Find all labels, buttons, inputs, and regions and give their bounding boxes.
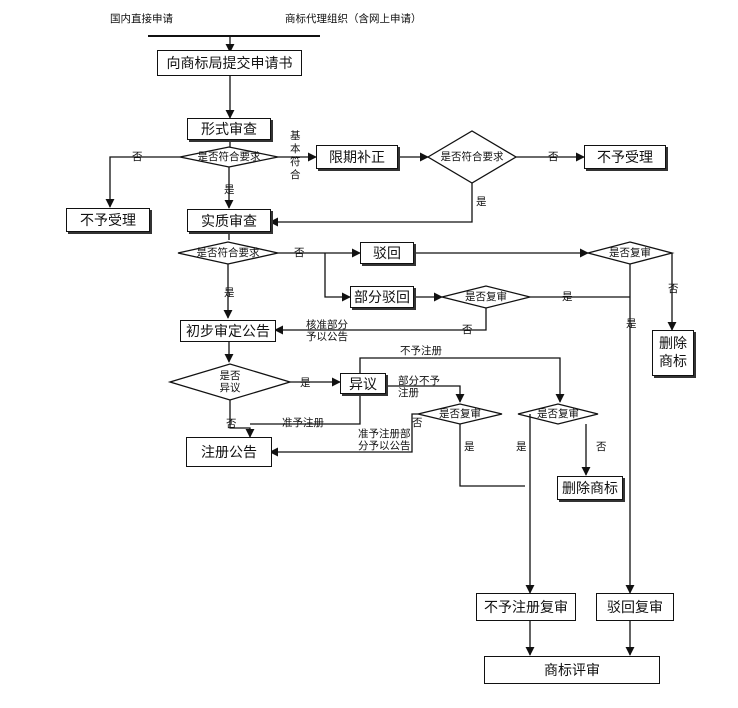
label-basic-conform: 基本符合 — [290, 130, 301, 181]
label-yes-4: 是 — [562, 291, 573, 303]
reject-right-node: 不予受理 — [584, 145, 666, 169]
substantive-review-node: 实质审查 — [187, 209, 271, 232]
label-no-1: 否 — [132, 151, 143, 163]
label-approve-partial-announce: 核准部分 予以公告 — [306, 319, 348, 343]
opposition-node: 异议 — [340, 373, 386, 394]
review-request-decision-4: 是否复审 — [537, 408, 579, 420]
formal-ok-decision: 是否符合要求 — [197, 151, 261, 163]
correction-node: 限期补正 — [316, 145, 398, 169]
label-not-register-top: 不予注册 — [400, 345, 442, 357]
registration-announcement-node: 注册公告 — [186, 437, 272, 467]
formal-review-node: 形式审查 — [187, 118, 271, 140]
delete-trademark-mid-node: 删除商标 — [557, 476, 623, 500]
objection-decision: 是否 异议 — [219, 370, 241, 394]
label-yes-1: 是 — [224, 184, 235, 196]
label-yes-5: 是 — [626, 318, 637, 330]
label-partial-not-register: 部分不予 注册 — [398, 375, 440, 399]
label-yes-2: 是 — [476, 196, 487, 208]
no-registration-review-node: 不予注册复审 — [476, 593, 576, 621]
partial-dismiss-node: 部分驳回 — [350, 286, 414, 308]
label-yes-8: 是 — [516, 441, 527, 453]
label-no-3: 否 — [294, 247, 305, 259]
submit-application-node: 向商标局提交申请书 — [157, 50, 302, 76]
trademark-review-node: 商标评审 — [484, 656, 660, 684]
review-request-decision-1: 是否复审 — [609, 247, 651, 259]
prelim-announcement-node: 初步审定公告 — [180, 320, 276, 342]
label-no-4: 否 — [668, 283, 679, 295]
substantive-ok-decision: 是否符合要求 — [196, 247, 260, 259]
label-no-8: 否 — [596, 441, 607, 453]
header-right: 商标代理组织（含网上申请） — [285, 13, 422, 25]
delete-trademark-right-node: 删除商标 — [652, 330, 694, 376]
label-yes-7: 是 — [464, 441, 475, 453]
label-approve-register: 准予注册 — [282, 417, 324, 429]
correction-ok-decision: 是否符合要求 — [440, 151, 504, 163]
label-no-2: 否 — [548, 151, 559, 163]
dismiss-node: 驳回 — [360, 242, 414, 264]
label-no-7: 否 — [412, 417, 423, 429]
delete-trademark-right-label: 删除商标 — [659, 336, 687, 370]
reject-left-node: 不予受理 — [66, 208, 150, 232]
review-request-decision-3: 是否复审 — [439, 408, 481, 420]
label-no-6: 否 — [226, 418, 237, 430]
label-yes-6: 是 — [300, 377, 311, 389]
header-left: 国内直接申请 — [110, 13, 173, 25]
label-no-5: 否 — [462, 324, 473, 336]
label-approve-register-partial: 准予注册部 分予以公告 — [358, 428, 411, 452]
review-request-decision-2: 是否复审 — [465, 291, 507, 303]
label-yes-3: 是 — [224, 287, 235, 299]
dismiss-review-node: 驳回复审 — [596, 593, 674, 621]
